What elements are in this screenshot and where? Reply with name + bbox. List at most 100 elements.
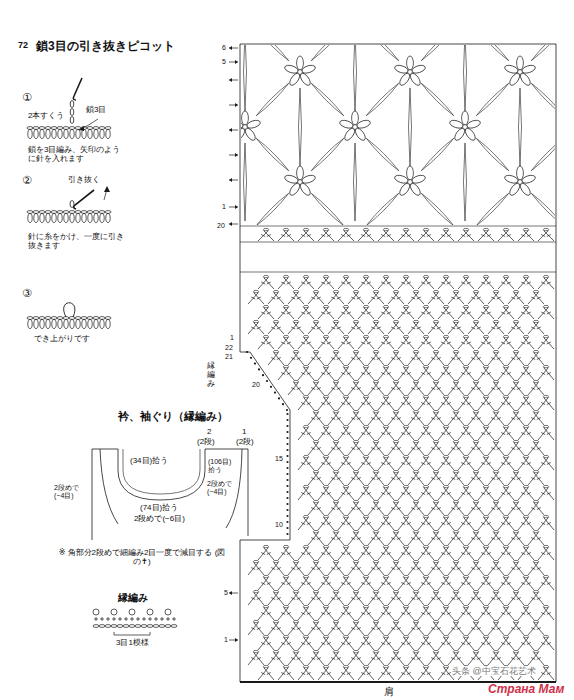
stitch-symbol — [318, 518, 334, 531]
stitch-symbol — [358, 428, 374, 441]
stitch-symbol — [388, 653, 404, 666]
step-instruction: 針に糸をかけ、一度に引き抜きます — [28, 232, 124, 250]
row-count: 2 — [207, 427, 211, 436]
stitch-symbol — [408, 533, 424, 546]
stitch-top — [51, 127, 57, 130]
stitch-symbol — [288, 623, 304, 636]
stitch-loop — [76, 130, 80, 139]
chain-link — [531, 83, 555, 115]
stitch-symbol — [368, 413, 384, 426]
chain-stitch — [373, 620, 378, 622]
stitch-symbol — [428, 323, 444, 335]
chain-stitch — [483, 275, 488, 277]
flower-petal — [284, 174, 299, 185]
chain-stitch — [171, 625, 177, 628]
chain-stitch — [443, 515, 448, 517]
stitch-symbol — [418, 548, 434, 561]
stitch-symbol — [538, 578, 554, 591]
stitch-symbol — [478, 278, 494, 290]
chain-link — [256, 193, 288, 225]
stitch-symbol — [348, 593, 364, 606]
stitch-loop — [52, 214, 56, 223]
chain-stitch — [473, 620, 478, 622]
chain-stitch — [543, 425, 548, 427]
stitch-top — [105, 211, 111, 214]
stitch-symbol — [338, 608, 354, 621]
stitch-loop — [34, 130, 38, 139]
stitch-symbol — [268, 653, 284, 666]
stitch-symbol — [308, 623, 324, 636]
decrease-note: 2段めで (−4目) — [207, 480, 237, 496]
chain-link — [531, 45, 555, 61]
chain-stitch — [513, 470, 518, 472]
chain-stitch — [533, 290, 538, 292]
picot-dot — [286, 431, 288, 433]
chain-stitch — [473, 380, 478, 382]
stitch-symbol — [398, 638, 414, 651]
flower-center — [298, 70, 303, 75]
stitch-symbol — [348, 653, 364, 666]
stitch-symbol — [298, 368, 314, 381]
chain-stitch — [123, 625, 129, 628]
stitch-top — [57, 211, 63, 214]
stitch-symbol — [538, 668, 554, 681]
chain-stitch — [383, 425, 388, 427]
chain-stitch — [383, 515, 388, 517]
stitch-symbol — [288, 593, 304, 606]
chain-stitch — [423, 575, 428, 577]
chain-stitch — [343, 575, 348, 577]
chain-stitch — [463, 425, 468, 427]
stitch-symbol — [328, 473, 344, 486]
stitch-symbol — [258, 278, 274, 290]
picot-illustration — [27, 78, 111, 329]
stitch-symbol — [378, 368, 394, 381]
chain-stitch — [473, 470, 478, 472]
stitch-top — [75, 317, 81, 320]
chain-stitch — [343, 305, 348, 307]
picot-dot — [286, 491, 288, 493]
stitch-symbol — [318, 231, 334, 242]
stitch-symbol — [498, 638, 514, 651]
stitch-top — [51, 211, 57, 214]
stitch-symbol — [278, 608, 294, 621]
stitch-symbol — [258, 638, 274, 651]
step-number: ③ — [22, 287, 32, 300]
stitch-symbol — [468, 413, 484, 426]
chain-stitch — [263, 228, 268, 230]
chain-stitch — [283, 605, 288, 607]
stitch-top — [33, 317, 39, 320]
stitch-symbol — [458, 458, 474, 471]
step-note: 鎖3目 — [86, 105, 106, 114]
stitch-symbol — [468, 293, 484, 305]
chain-stitch — [363, 305, 368, 307]
chain-stitch — [263, 665, 268, 667]
chain-stitch — [403, 515, 408, 517]
chain-stitch — [373, 530, 378, 532]
stitch-top — [99, 317, 105, 320]
stitch-symbol — [408, 623, 424, 636]
step-instruction: でき上がりです — [34, 334, 90, 343]
stitch-symbol — [338, 308, 354, 320]
chain-stitch — [533, 410, 538, 412]
stitch-symbol — [408, 383, 424, 396]
chain-stitch — [513, 560, 518, 562]
chain-stitch — [283, 365, 288, 367]
stitch-symbol — [358, 518, 374, 531]
picot-dot — [286, 533, 288, 535]
stitch-symbol — [358, 638, 374, 651]
chain-stitch — [473, 530, 478, 532]
stitch-loop — [88, 214, 92, 223]
chain-stitch — [135, 625, 141, 628]
stitch-symbol — [258, 308, 274, 320]
chain-stitch — [523, 335, 528, 337]
chain-stitch — [453, 500, 458, 502]
stitch-symbol — [408, 473, 424, 486]
single-crochet — [160, 617, 164, 621]
flower-petal — [297, 56, 304, 70]
chain-stitch — [303, 275, 308, 277]
flower-petal — [407, 166, 414, 180]
stitch-symbol — [448, 473, 464, 486]
stitch-symbol — [308, 293, 324, 305]
chain-stitch — [493, 440, 498, 442]
stitch-top — [39, 127, 45, 130]
